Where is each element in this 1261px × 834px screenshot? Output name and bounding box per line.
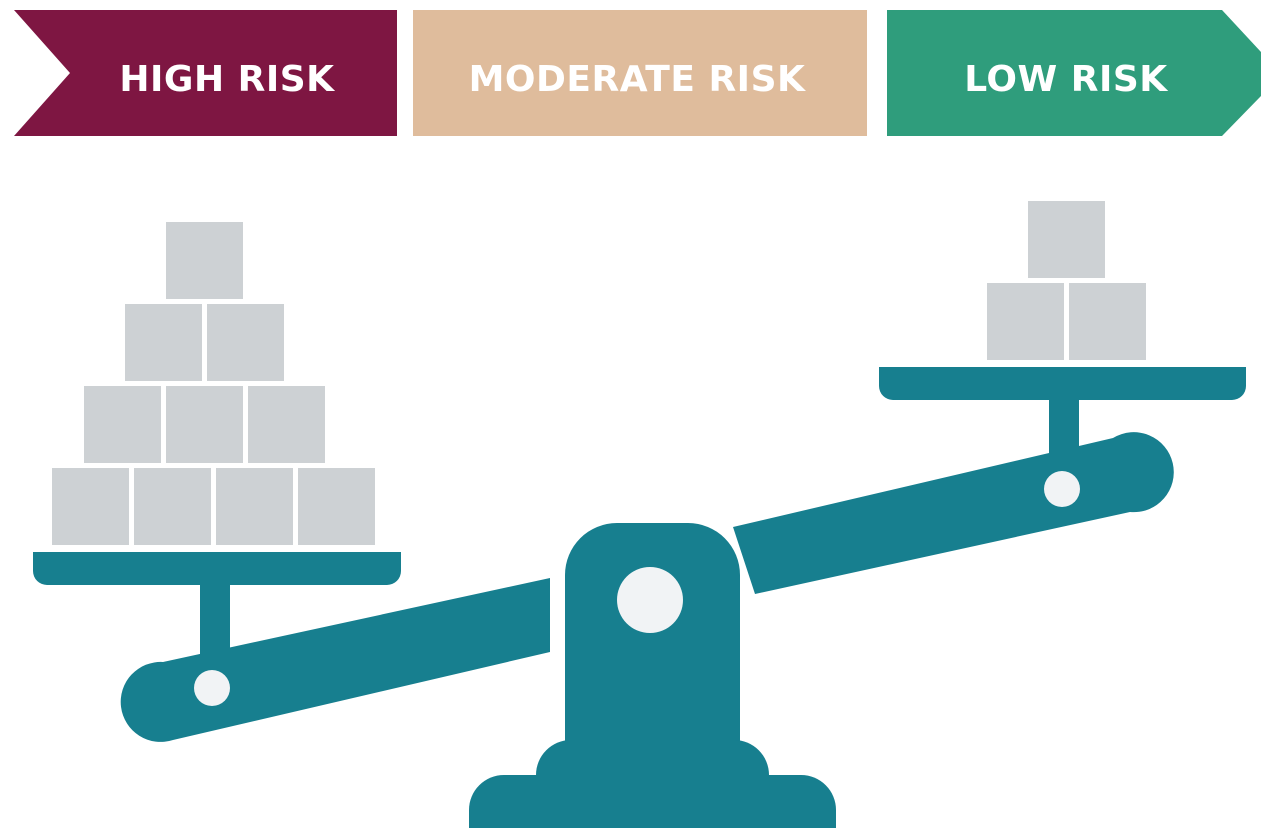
left-pan-stem	[200, 580, 230, 666]
left-pan-tray-top	[33, 552, 401, 566]
high-risk-banner: HIGH RISK	[14, 10, 397, 136]
block	[207, 304, 284, 381]
left-pan-blocks	[52, 222, 375, 545]
scale-beam-right	[733, 432, 1174, 594]
block	[166, 222, 243, 299]
fulcrum-tower	[562, 520, 743, 763]
scale-beam-left	[120, 578, 550, 742]
moderate-risk-banner-shape	[413, 10, 867, 136]
moderate-risk-banner: MODERATE RISK	[413, 10, 867, 136]
fulcrum-base-lower	[469, 775, 836, 828]
block	[1028, 201, 1105, 278]
block	[52, 468, 129, 545]
moderate-risk-label: MODERATE RISK	[469, 59, 806, 100]
block	[166, 386, 243, 463]
fulcrum-pivot	[617, 567, 683, 633]
block	[248, 386, 325, 463]
block	[134, 468, 211, 545]
right-beam-pin	[1044, 471, 1080, 507]
high-risk-label: HIGH RISK	[119, 59, 335, 100]
block	[298, 468, 375, 545]
high-risk-banner-shape	[14, 10, 397, 136]
risk-banner-row: HIGH RISK MODERATE RISK LOW RISK	[14, 10, 1261, 136]
low-risk-label: LOW RISK	[964, 59, 1168, 100]
block	[84, 386, 161, 463]
block	[216, 468, 293, 545]
right-pan-blocks	[987, 201, 1146, 360]
block	[1069, 283, 1146, 360]
low-risk-banner-shape	[887, 10, 1261, 136]
right-pan-stem	[1049, 395, 1079, 455]
fulcrum	[469, 520, 836, 828]
left-beam-pin	[194, 670, 230, 706]
block	[125, 304, 202, 381]
low-risk-banner: LOW RISK	[887, 10, 1261, 136]
right-pan-tray-top	[879, 367, 1246, 381]
seesaw-scale	[33, 201, 1246, 828]
block	[987, 283, 1064, 360]
